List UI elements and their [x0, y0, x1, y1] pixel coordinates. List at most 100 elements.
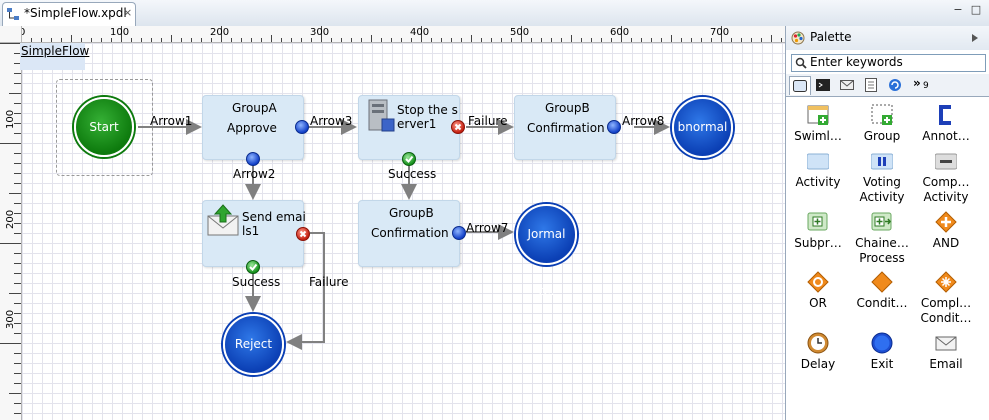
complex-condition-icon: [935, 271, 957, 293]
workflow-file-icon: [7, 8, 19, 20]
output-port-icon[interactable]: [246, 152, 260, 166]
group-icon: [871, 104, 893, 126]
ruler-label: 700: [710, 27, 730, 38]
edge-label-arrow8[interactable]: Arrow8: [622, 114, 665, 128]
tab-mail[interactable]: [837, 76, 857, 94]
edge-label-arrow1[interactable]: Arrow1: [150, 114, 193, 128]
server-icon: [368, 99, 395, 132]
swimlane-icon: [807, 104, 829, 126]
rectangle-icon: [793, 80, 807, 92]
palette-item-subprocess[interactable]: Subpr…: [786, 211, 850, 251]
minimize-icon[interactable]: −: [953, 3, 963, 16]
terminal-icon: [816, 79, 830, 91]
abnormal-end-label: bnormal: [677, 120, 728, 134]
palette-item-delay[interactable]: Delay: [786, 332, 850, 372]
activity-line2: Confirmation: [371, 226, 449, 240]
palette-panel: Palette Enter keywords » 9: [785, 26, 989, 420]
ruler-corner: [0, 26, 22, 43]
activity-line1: Stop the s: [397, 103, 458, 117]
palette-search-input[interactable]: Enter keywords: [791, 54, 986, 72]
edge-label-failure[interactable]: Failure: [468, 114, 508, 128]
edge-label-arrow7[interactable]: Arrow7: [466, 221, 509, 235]
success-port-icon[interactable]: [402, 152, 416, 166]
output-port-icon[interactable]: [295, 120, 309, 134]
palette-item-voting-activity[interactable]: Voting Activity: [850, 150, 914, 205]
edge-label-arrow2[interactable]: Arrow2: [233, 167, 276, 181]
activity-line2: erver1: [397, 117, 437, 131]
tab-simpleflow[interactable]: *SimpleFlow.xpdl ×: [2, 2, 136, 26]
ruler-label: 500: [510, 27, 530, 38]
output-port-icon[interactable]: [452, 226, 466, 240]
search-placeholder: Enter keywords: [810, 55, 903, 69]
palette-tabs: » 9: [786, 74, 989, 97]
activity-groupa-approve[interactable]: GroupA Approve: [202, 95, 304, 160]
palette-item-activity[interactable]: Activity: [786, 150, 850, 190]
refresh-icon: [889, 79, 901, 91]
selection-box: [56, 79, 153, 176]
ruler-label: 200: [210, 27, 230, 38]
palette-item-swimlane[interactable]: Swiml…: [786, 104, 850, 144]
tab-basic[interactable]: [789, 76, 811, 95]
annotation-icon: [935, 104, 957, 126]
reject-label: Reject: [234, 337, 273, 351]
palette-item-complex-condition[interactable]: Compl… Condit…: [914, 271, 978, 326]
tab-document[interactable]: [861, 76, 881, 94]
ruler-label: 300: [310, 27, 330, 38]
success-port-icon[interactable]: [246, 260, 260, 274]
palette-item-email[interactable]: Email: [914, 332, 978, 372]
collapse-palette-icon[interactable]: [971, 33, 979, 43]
activity-send-emails[interactable]: Send emai ls1: [202, 200, 306, 267]
mail-icon: [840, 80, 854, 90]
editor-tab-bar: *SimpleFlow.xpdl × − □: [0, 0, 989, 27]
tab-title: *SimpleFlow.xpdl: [24, 6, 127, 20]
activity-groupb-confirmation-2[interactable]: GroupB Confirmation: [358, 200, 460, 267]
palette-item-and[interactable]: AND: [914, 211, 978, 251]
normal-end-event[interactable]: Jormal te.: [516, 204, 577, 298]
edge-label-arrow3[interactable]: Arrow3: [310, 114, 353, 128]
palette-title: Palette: [810, 30, 852, 44]
tab-overflow[interactable]: » 9: [910, 76, 936, 94]
maximize-icon[interactable]: □: [970, 3, 982, 16]
palette-item-exit[interactable]: Exit: [850, 332, 914, 372]
ruler-label: 100: [110, 27, 130, 38]
start-event[interactable]: Start: [74, 97, 134, 157]
palette-item-composite-activity[interactable]: Comp… Activity: [914, 150, 978, 205]
activity-line2: Confirmation: [527, 121, 605, 135]
output-port-icon[interactable]: [607, 120, 621, 134]
ruler-label: 600: [610, 27, 630, 38]
subprocess-icon: [807, 211, 829, 233]
failure-port-icon[interactable]: [296, 227, 310, 241]
reject-end-event[interactable]: Reject: [223, 314, 284, 375]
ruler-label: 0: [21, 27, 25, 38]
activity-icon: [806, 150, 830, 172]
composite-activity-icon: [934, 150, 958, 172]
ruler-label: 400: [410, 27, 430, 38]
vertical-ruler: 100 200 300: [0, 26, 22, 420]
voting-activity-icon: [870, 150, 894, 172]
connectors-layer: [138, 119, 670, 350]
abnormal-end-event[interactable]: bnormal: [672, 97, 733, 158]
activity-groupb-confirmation-1[interactable]: GroupB Confirmation: [514, 95, 616, 160]
failure-port-icon[interactable]: [451, 120, 465, 134]
activity-line1: Send emai: [242, 210, 306, 224]
failure2-connector: [286, 232, 325, 350]
palette-item-annotation[interactable]: Annot…: [914, 104, 978, 144]
palette-item-condition[interactable]: Condit…: [850, 271, 914, 311]
start-label: Start: [89, 120, 119, 134]
activity-line2: Approve: [227, 121, 277, 135]
edge-label-success[interactable]: Success: [388, 167, 437, 181]
activity-line2: ls1: [242, 224, 260, 238]
edge-label-success2[interactable]: Success: [232, 275, 281, 289]
tab-console[interactable]: [813, 76, 833, 94]
activity-line1: GroupB: [545, 101, 590, 115]
edge-label-failure2[interactable]: Failure: [309, 275, 349, 289]
palette-item-or[interactable]: OR: [786, 271, 850, 311]
activity-stop-server[interactable]: Stop the s erver1: [358, 95, 460, 160]
chained-process-icon: [871, 211, 893, 233]
flow-name-label[interactable]: SimpleFlow: [20, 43, 89, 70]
palette-header: Palette: [786, 26, 989, 50]
palette-item-chained-process[interactable]: Chaine… Process: [850, 211, 914, 266]
tab-close-icon[interactable]: ×: [123, 6, 133, 19]
tab-refresh[interactable]: [885, 76, 905, 94]
palette-item-group[interactable]: Group: [850, 104, 914, 144]
